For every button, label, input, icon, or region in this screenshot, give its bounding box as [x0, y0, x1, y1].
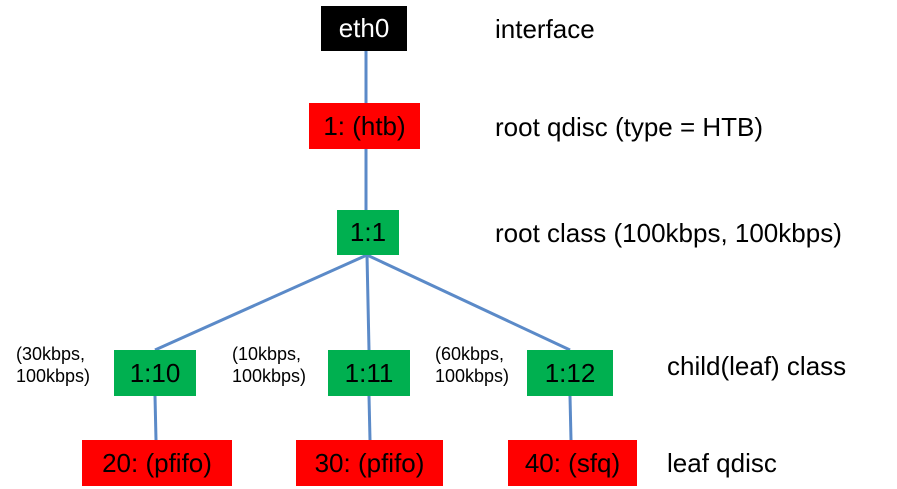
- connector-edge: [568, 395, 573, 441]
- connector-edge: [154, 253, 368, 352]
- rate-line: 100kbps): [232, 366, 307, 386]
- root-class-node: 1:1: [337, 210, 399, 255]
- connector-edge: [366, 253, 571, 352]
- leaf-qdisc-node-20: 20: (pfifo): [82, 440, 232, 486]
- connector-edge: [153, 395, 158, 441]
- rate-line: 100kbps): [435, 366, 510, 386]
- connector-edge: [365, 254, 371, 351]
- level-label-child-class: child(leaf) class: [667, 351, 847, 381]
- rate-line: (60kbps,: [435, 344, 505, 364]
- child-class-node-1-10: 1:10: [114, 350, 196, 396]
- rate-line: (30kbps,: [16, 344, 86, 364]
- interface-node-eth0: eth0: [321, 6, 407, 51]
- rate-annotation-1-10: (30kbps, 100kbps): [16, 343, 90, 387]
- rate-annotation-1-12: (60kbps, 100kbps): [435, 343, 509, 387]
- level-label-root-class: root class (100kbps, 100kbps): [495, 218, 842, 248]
- leaf-qdisc-node-30: 30: (pfifo): [296, 440, 443, 486]
- child-class-node-1-12: 1:12: [527, 350, 613, 396]
- root-qdisc-node: 1: (htb): [309, 103, 420, 149]
- connector-edge: [367, 395, 372, 441]
- rate-line: 100kbps): [16, 366, 91, 386]
- rate-annotation-1-11: (10kbps, 100kbps): [232, 343, 306, 387]
- child-class-node-1-11: 1:11: [328, 350, 410, 396]
- leaf-qdisc-node-40: 40: (sfq): [508, 440, 637, 486]
- rate-line: (10kbps,: [232, 344, 302, 364]
- level-label-leaf-qdisc: leaf qdisc: [667, 448, 777, 478]
- level-label-root-qdisc: root qdisc (type = HTB): [495, 112, 764, 142]
- level-label-interface: interface: [495, 14, 595, 44]
